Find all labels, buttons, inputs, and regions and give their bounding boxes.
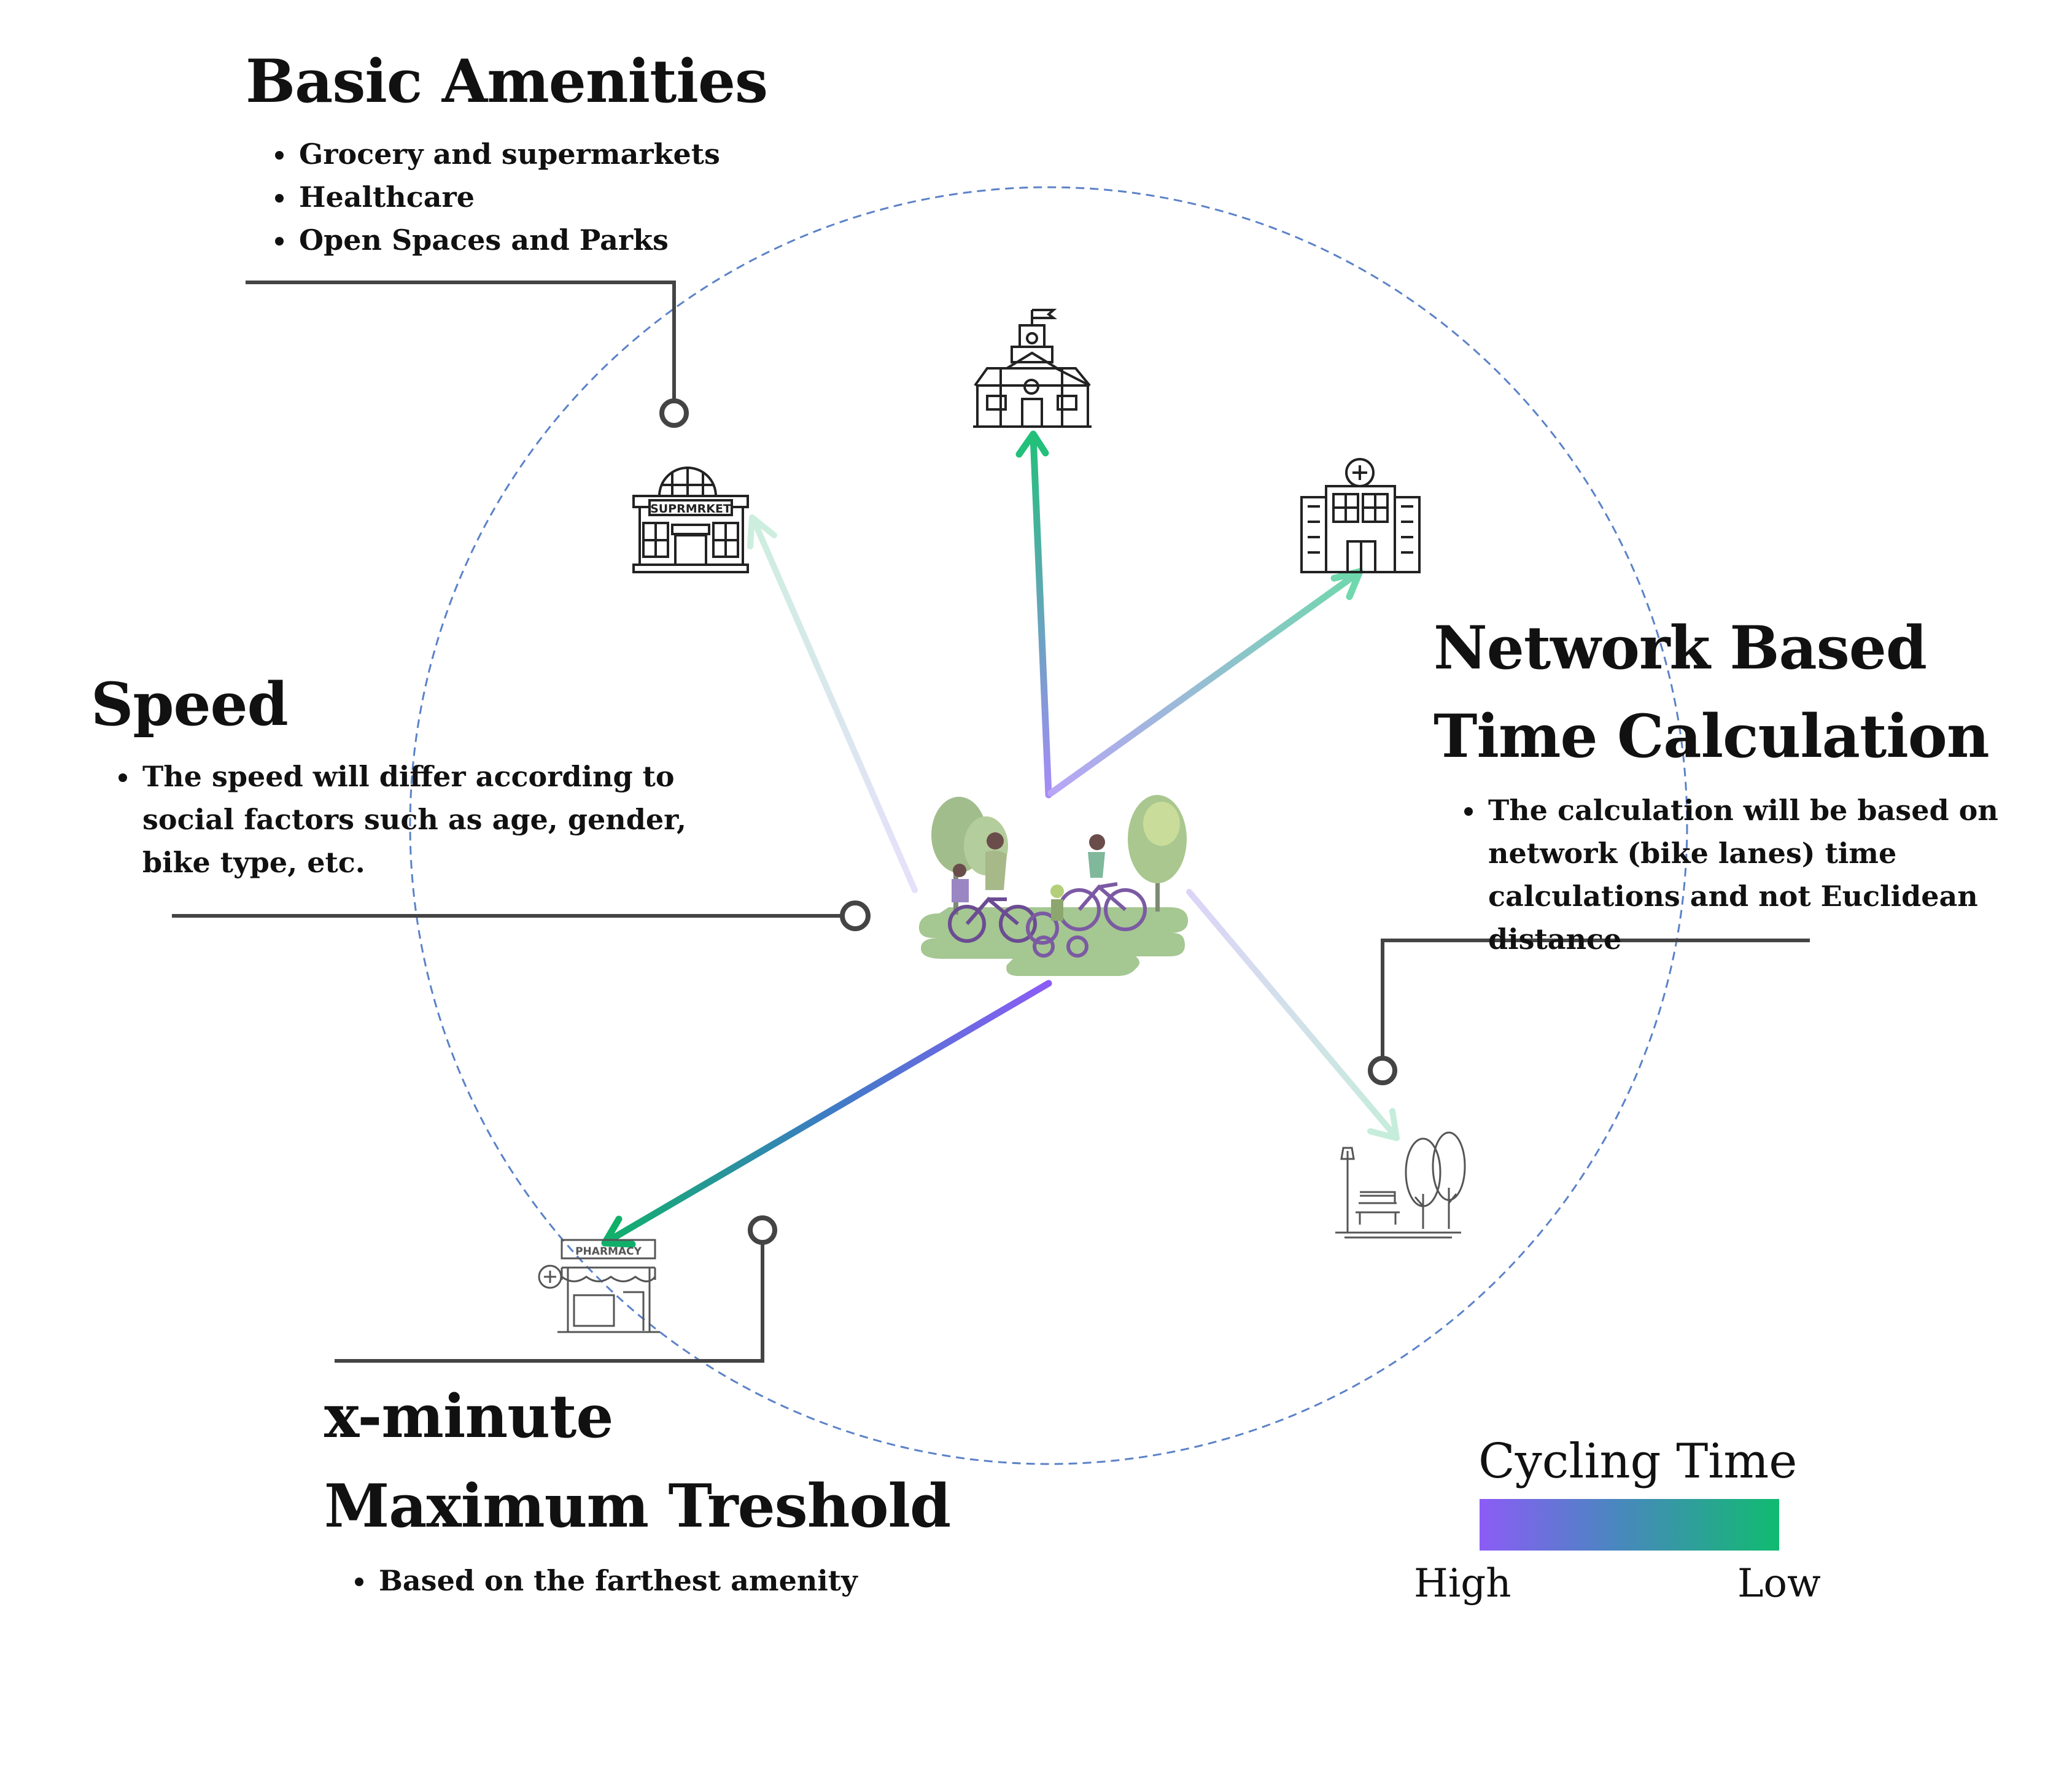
arrow-to-park xyxy=(1186,889,1400,1141)
leader-threshold xyxy=(335,1243,764,1363)
bicycles xyxy=(948,882,1147,958)
network-list: The calculation will be based on network… xyxy=(1450,789,2072,961)
hospital-icon xyxy=(1300,458,1421,573)
legend-title: Cycling Time xyxy=(1478,1434,1798,1489)
legend-gradient-bar xyxy=(1480,1499,1779,1551)
basic-amenities-list: Grocery and supermarkets Healthcare Open… xyxy=(261,133,788,261)
leader-network-dot xyxy=(1368,1056,1397,1085)
arrow-to-hospital xyxy=(1047,568,1364,797)
list-item: Based on the farthest amenity xyxy=(376,1559,929,1602)
leader-network xyxy=(1381,939,1810,1058)
route-arrows xyxy=(601,430,1400,1248)
speed-title: Speed xyxy=(91,670,289,739)
list-item: Healthcare xyxy=(297,176,788,219)
threshold-title-line2: Maximum Treshold xyxy=(324,1471,951,1541)
pharmacy-sign: PHARMACY xyxy=(575,1245,642,1258)
network-title-line2: Time Calculation xyxy=(1434,702,1990,771)
arrow-to-supermarket xyxy=(747,514,918,893)
school-icon xyxy=(973,309,1092,428)
leader-speed-dot xyxy=(840,900,871,931)
list-item: The calculation will be based on network… xyxy=(1486,789,2072,961)
network-title-line1: Network Based xyxy=(1434,613,1927,683)
arrow-to-school xyxy=(1015,430,1052,799)
list-item: Open Spaces and Parks xyxy=(297,219,788,261)
list-item: The speed will differ according to socia… xyxy=(140,755,693,884)
riders xyxy=(952,832,1105,921)
leader-basic-amenities-dot xyxy=(659,398,689,428)
supermarket-icon xyxy=(632,467,749,573)
arrow-to-pharmacy xyxy=(601,980,1052,1248)
leader-basic-amenities xyxy=(246,281,676,399)
callout-leaders xyxy=(172,281,1810,1363)
basic-amenities-title: Basic Amenities xyxy=(246,47,768,116)
cycling-family-illustration xyxy=(918,795,1188,976)
speed-list: The speed will differ according to socia… xyxy=(104,755,693,884)
supermarket-sign: SUPRMRKET xyxy=(650,502,731,516)
park-icon xyxy=(1335,1131,1466,1239)
leader-threshold-dot xyxy=(748,1215,777,1245)
buffer-circle xyxy=(409,186,1688,1465)
list-item: Grocery and supermarkets xyxy=(297,133,788,176)
legend-high-label: High xyxy=(1414,1561,1511,1606)
tree-right xyxy=(1128,795,1187,912)
pharmacy-icon xyxy=(538,1239,660,1333)
threshold-title-line1: x-minute xyxy=(324,1382,613,1451)
threshold-list: Based on the farthest amenity xyxy=(341,1559,929,1602)
legend-low-label: Low xyxy=(1737,1561,1821,1606)
